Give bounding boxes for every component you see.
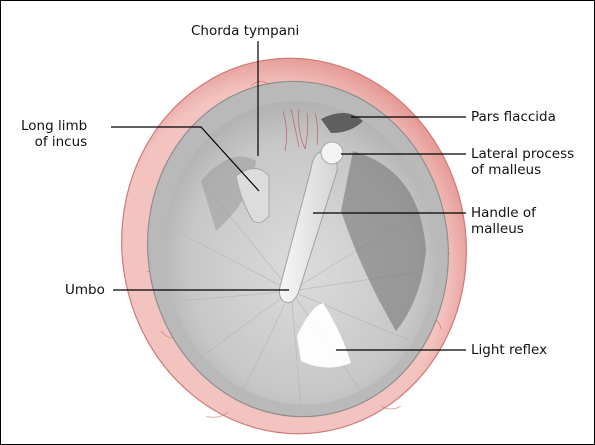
label-long-limb-of-incus: Long limb of incus xyxy=(21,118,87,150)
label-lateral-process: Lateral process of malleus xyxy=(471,146,574,178)
label-umbo: Umbo xyxy=(65,282,105,298)
label-light-reflex: Light reflex xyxy=(471,342,547,358)
label-pars-flaccida: Pars flaccida xyxy=(471,109,556,125)
label-chorda-tympani: Chorda tympani xyxy=(191,23,299,39)
lateral-process xyxy=(321,142,343,164)
label-handle-of-malleus: Handle of malleus xyxy=(471,205,536,237)
